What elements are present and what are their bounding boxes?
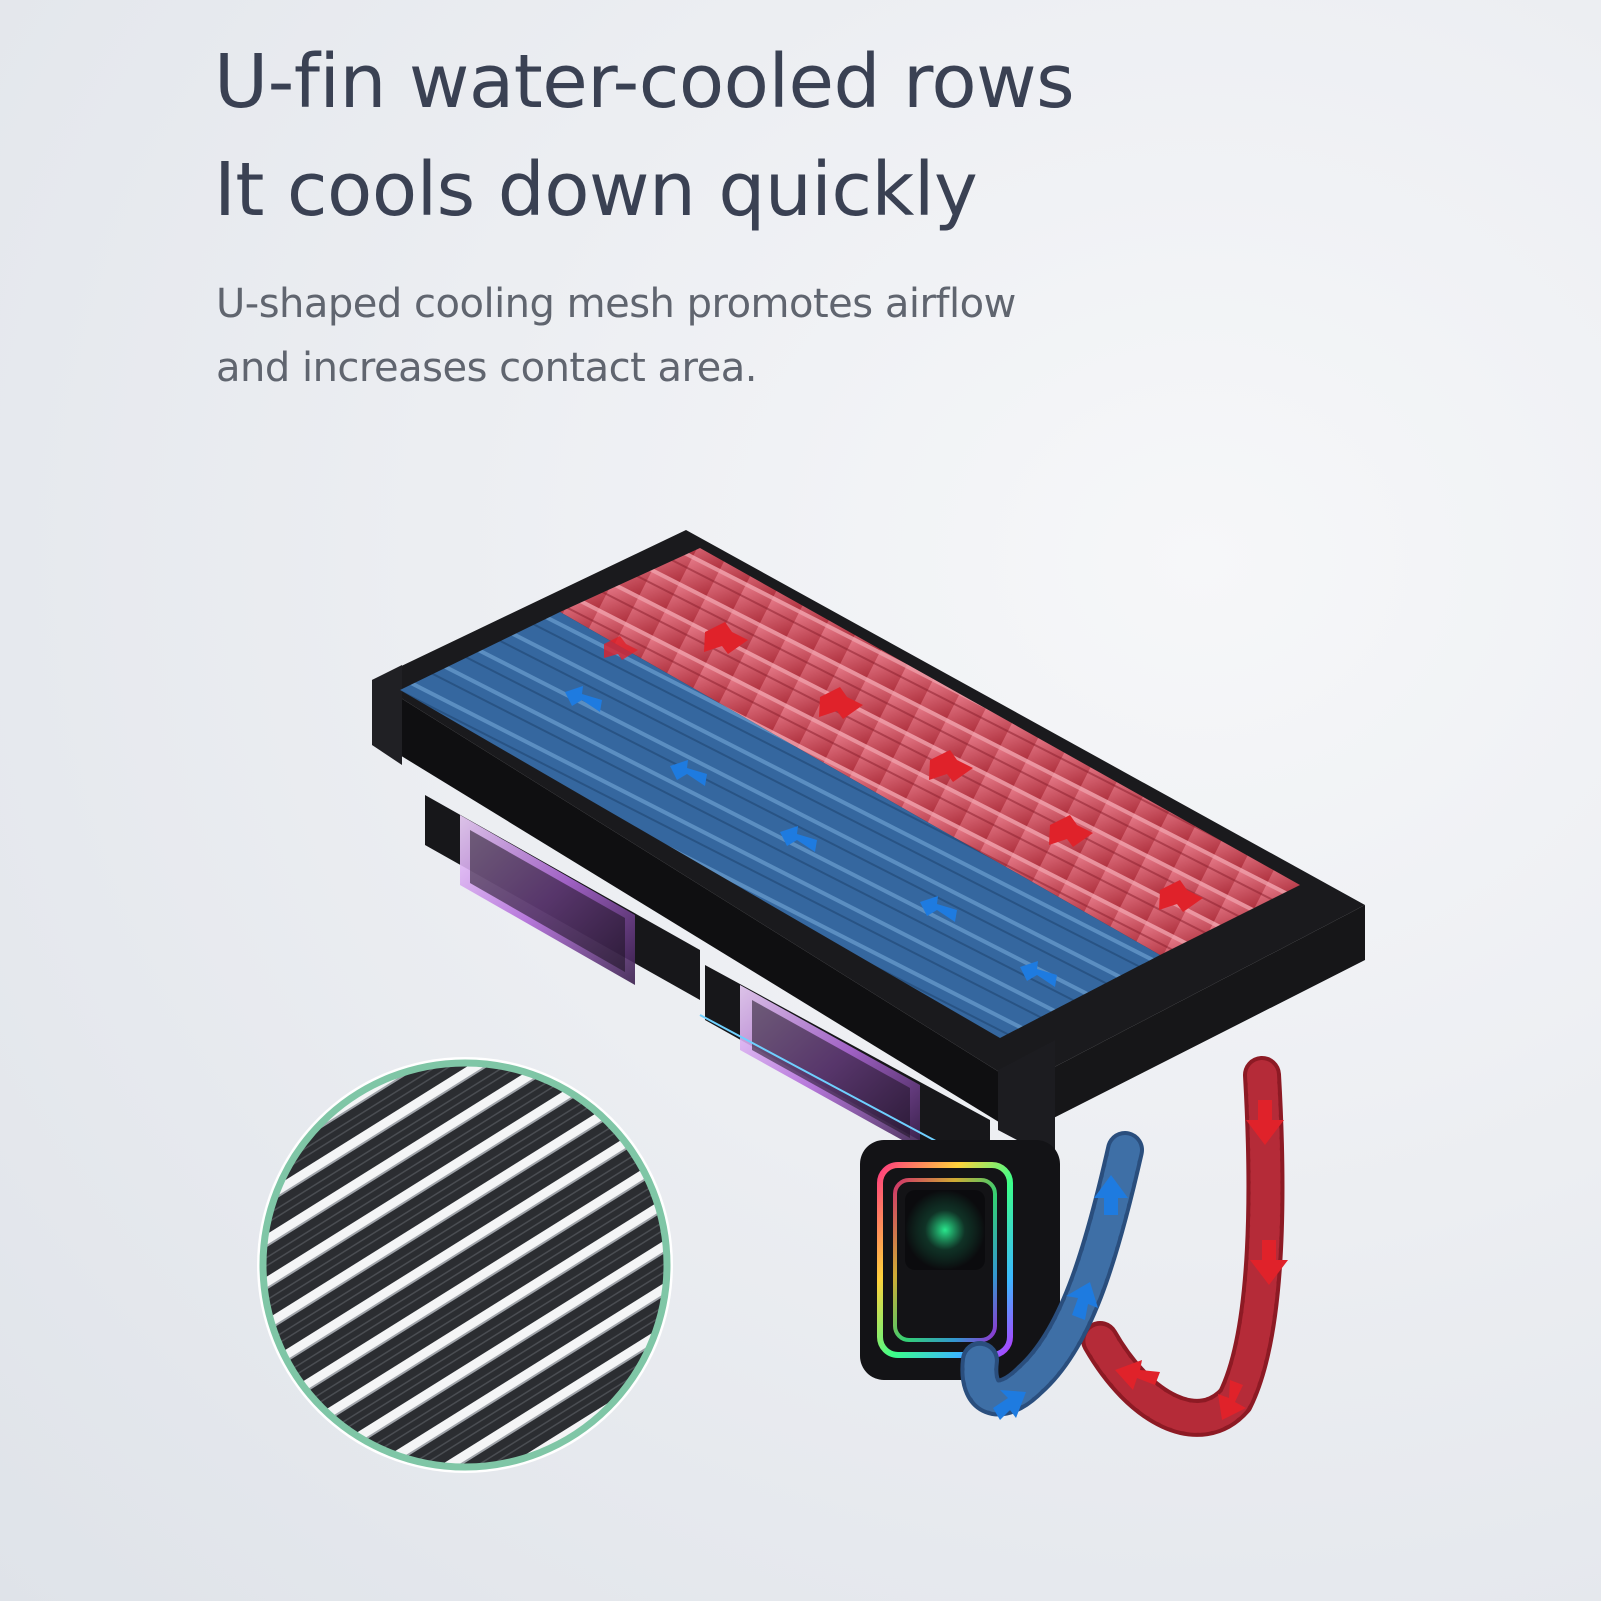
fan-right <box>699 965 991 1180</box>
mesh-zoom-circle <box>257 1057 673 1473</box>
tube-cold-arrows <box>993 1175 1128 1420</box>
headline-line-2: It cools down quickly <box>214 147 978 233</box>
hot-flow-arrows <box>604 622 1203 912</box>
pump-block <box>860 1140 1060 1380</box>
tube-hot-arrows <box>1115 1100 1288 1420</box>
headline: U-fin water-cooled rows It cools down qu… <box>214 28 1075 244</box>
cold-fin-area <box>400 612 1160 1038</box>
fan-left <box>425 795 700 1000</box>
subtext: U-shaped cooling mesh promotes airflow a… <box>216 272 1016 400</box>
hot-fin-area <box>560 548 1300 955</box>
headline-line-1: U-fin water-cooled rows <box>214 39 1075 125</box>
radiator <box>372 530 1365 1160</box>
cold-flow-arrows <box>565 686 1057 987</box>
subtext-line-2: and increases contact area. <box>216 345 757 391</box>
subtext-line-1: U-shaped cooling mesh promotes airflow <box>216 281 1016 327</box>
